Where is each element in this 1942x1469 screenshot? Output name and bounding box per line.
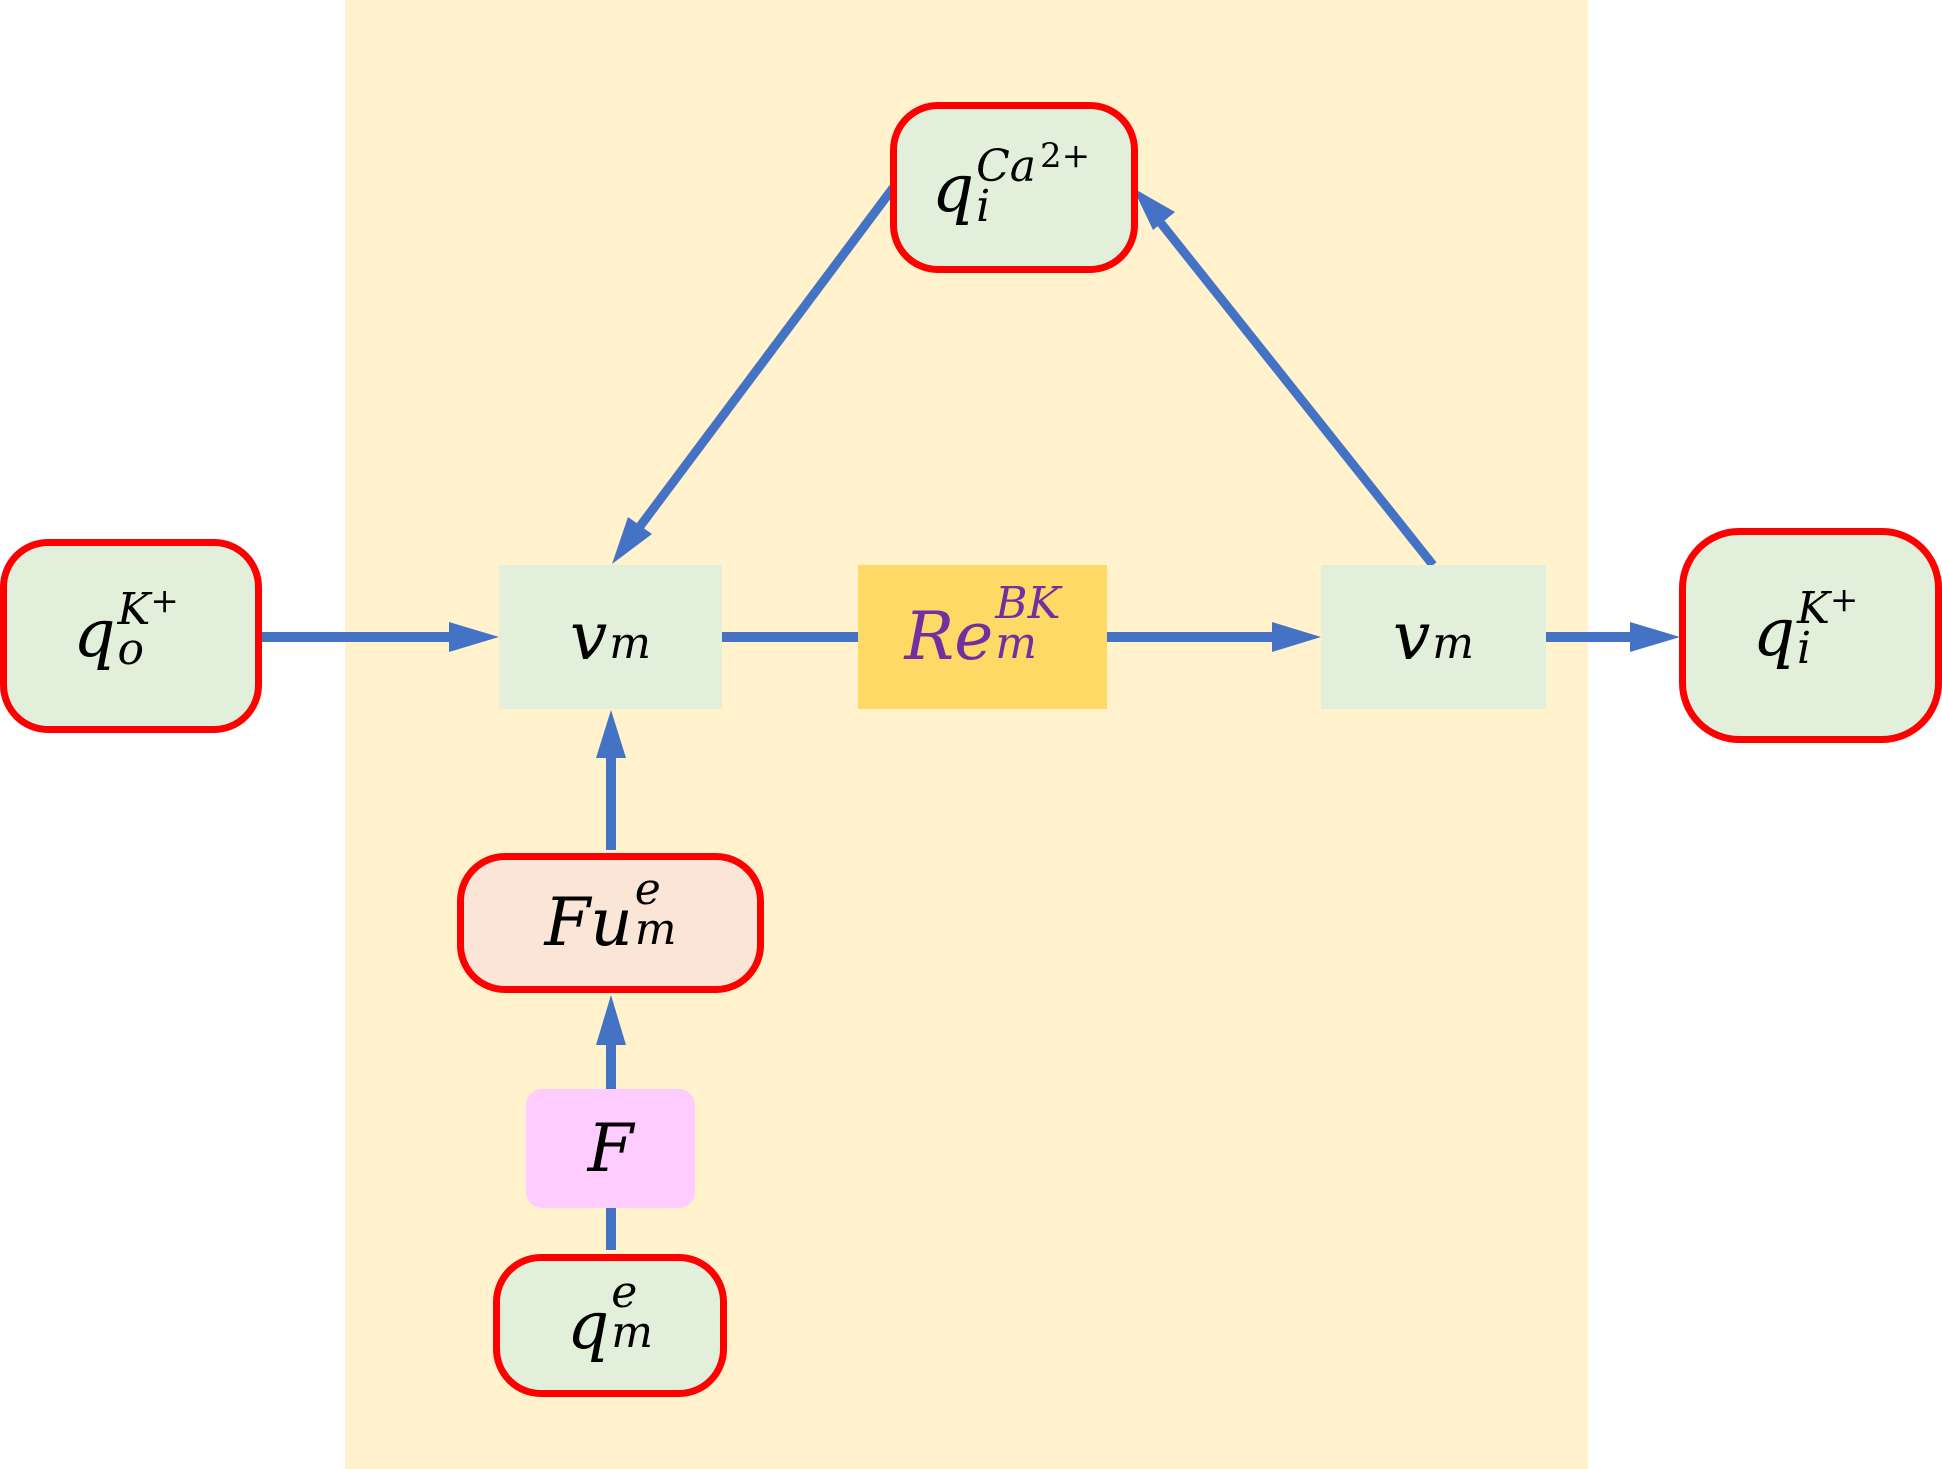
label-F: F: [587, 1109, 634, 1187]
base: v: [569, 598, 608, 675]
base: q: [1752, 594, 1795, 671]
edge-vm-right-to-qiK: [1546, 622, 1680, 652]
edge-re-to-vm-right: [1107, 622, 1321, 652]
arrowhead: [1272, 622, 1321, 652]
node-Fu-m-e[interactable]: Fu e m: [457, 853, 764, 993]
base: q: [567, 1286, 610, 1364]
sup-extra: 2+: [1040, 136, 1091, 176]
edge-qoK-to-vm-left: [262, 622, 499, 652]
base: F: [587, 1109, 634, 1187]
sup: e: [634, 864, 661, 915]
sup: K: [1796, 583, 1830, 634]
sub: m: [995, 618, 1037, 669]
sup-extra: +: [150, 580, 179, 621]
label-q-o-K: q K+ o: [73, 581, 179, 675]
node-v-m-left[interactable]: v m: [499, 565, 722, 709]
node-q-m-e[interactable]: q e m: [493, 1254, 727, 1397]
sub: m: [611, 1306, 653, 1358]
label-Fu-m-e: Fu e m: [544, 868, 677, 961]
sup-extra: +: [1829, 580, 1859, 620]
edge-fu-to-vm-left: [596, 710, 626, 850]
label-q-m-e: q e m: [567, 1270, 653, 1364]
sup: Ca: [976, 141, 1037, 192]
sub: m: [634, 904, 677, 955]
node-q-o-K[interactable]: q K+ o: [0, 539, 262, 733]
base: q: [931, 150, 975, 227]
label-q-i-K: q K+ i: [1752, 580, 1859, 674]
arrowhead: [449, 622, 499, 652]
arrowhead: [612, 517, 652, 564]
arrowhead: [1133, 188, 1175, 230]
base: Re: [904, 598, 994, 675]
sub: m: [609, 618, 652, 669]
node-Re-m-BK[interactable]: Re BK m: [858, 565, 1107, 709]
arrowhead: [1630, 622, 1680, 652]
sup: e: [611, 1266, 638, 1318]
label-v-m-left: v m: [570, 604, 651, 670]
base: Fu: [544, 884, 633, 961]
sub: i: [976, 181, 991, 232]
sup: K: [117, 583, 151, 635]
arrowhead: [596, 995, 626, 1045]
sub: o: [117, 623, 144, 675]
sub: m: [1432, 618, 1475, 669]
arrowhead: [596, 710, 626, 758]
node-F[interactable]: F: [526, 1089, 695, 1208]
node-v-m-right[interactable]: v m: [1321, 565, 1546, 709]
node-q-i-K[interactable]: q K+ i: [1679, 528, 1942, 743]
sup: BK: [995, 578, 1061, 629]
base: v: [1392, 598, 1431, 675]
sub: i: [1796, 623, 1812, 674]
label-Re-m-BK: Re BK m: [904, 582, 1061, 675]
edge-vm-right-to-qiCa: [1133, 188, 1437, 568]
base: q: [73, 594, 116, 672]
label-v-m-right: v m: [1393, 604, 1474, 670]
edge-qiCa-to-vm-left: [612, 185, 897, 564]
edge-f-to-fu: [596, 995, 626, 1089]
